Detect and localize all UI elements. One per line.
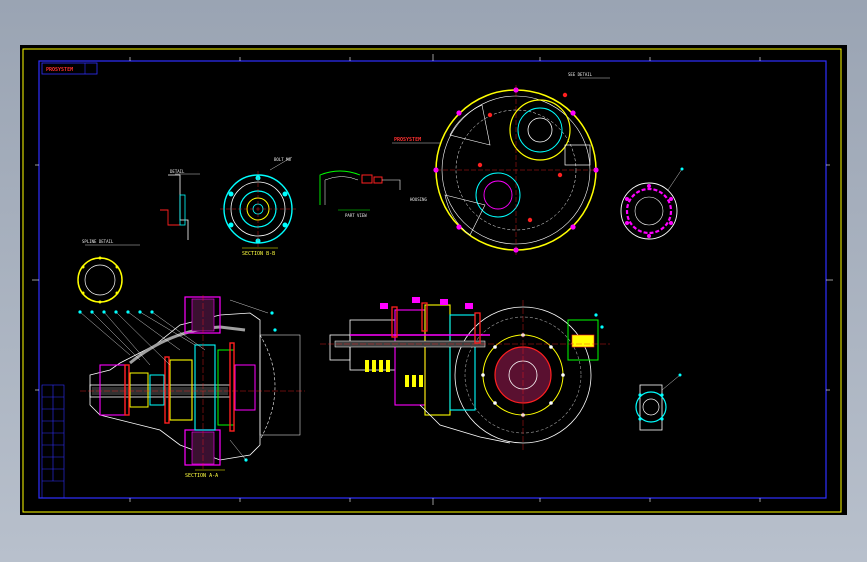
- inner-border: [38, 60, 827, 499]
- assembly-drawing: PROSYSTEM BOLT M8 SECTION B-B DE: [22, 48, 842, 513]
- housing-front-view: SEE DETAIL PROSYSTEM HOUSING: [392, 72, 610, 255]
- svg-text:SPLINE DETAIL: SPLINE DETAIL: [82, 239, 114, 244]
- cad-viewport[interactable]: PROSYSTEM BOLT M8 SECTION B-B DE: [20, 45, 847, 515]
- section-b-label: SECTION B-B: [242, 251, 275, 257]
- svg-text:PROSYSTEM: PROSYSTEM: [394, 137, 421, 143]
- bolt-circle-view: [620, 167, 684, 240]
- svg-text:DETAIL: DETAIL: [170, 169, 185, 174]
- revision-stamp: PROSYSTEM: [41, 62, 98, 75]
- svg-text:PART VIEW: PART VIEW: [345, 213, 367, 218]
- outer-frame: [22, 48, 842, 513]
- ring-gear-view: SPLINE DETAIL: [77, 239, 140, 304]
- border-ticks: [32, 54, 833, 505]
- section-a-label: SECTION A-A: [185, 473, 218, 479]
- detail-small-left: DETAIL: [160, 169, 200, 240]
- section-b-view: BOLT M8 SECTION B-B: [220, 156, 296, 257]
- section-a-view: SECTION A-A: [78, 295, 305, 479]
- detail-gear-fragment: PART VIEW: [319, 170, 401, 218]
- main-side-section: [320, 297, 610, 450]
- title-block: [41, 384, 65, 499]
- stamp-text: PROSYSTEM: [46, 67, 73, 73]
- svg-text:HOUSING: HOUSING: [410, 197, 427, 202]
- small-flange-view: [635, 373, 682, 431]
- svg-text:BOLT M8: BOLT M8: [274, 157, 291, 162]
- svg-text:SEE DETAIL: SEE DETAIL: [568, 72, 593, 77]
